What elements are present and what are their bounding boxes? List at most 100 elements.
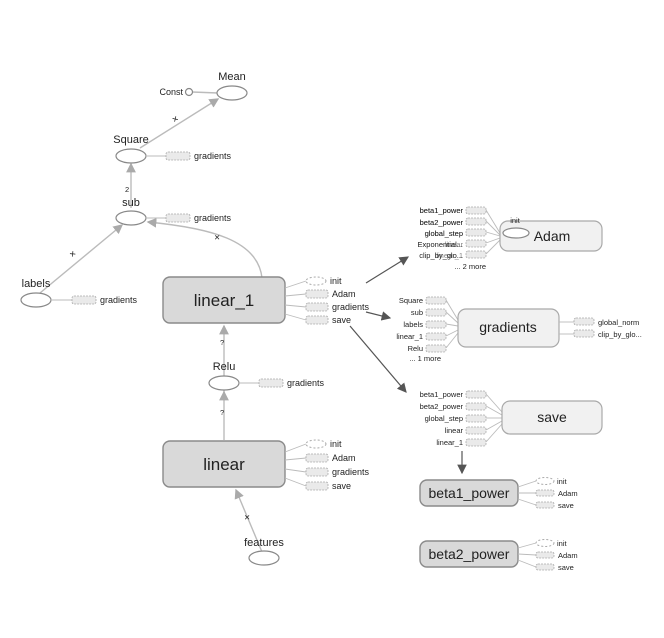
linear-1-gradients-link[interactable]: gradients — [305, 302, 370, 312]
adam-overlap-label: beta2_power — [420, 218, 464, 227]
beta1-save-link[interactable]: save — [535, 501, 574, 510]
linear-1-aux: init Adam gradients save — [284, 276, 370, 325]
linear-1-adam-label: Adam — [332, 289, 356, 299]
node-adam[interactable]: Adam — [499, 220, 603, 252]
linear-1-init-link[interactable]: init — [305, 276, 342, 286]
beta2-adam-label: Adam — [558, 551, 578, 560]
beta2-adam-link[interactable]: Adam — [535, 551, 578, 560]
gradients-input-label: labels — [403, 320, 423, 329]
node-linear-1-label: linear_1 — [194, 291, 255, 310]
adam-overlap-label: global_step — [425, 229, 463, 238]
node-relu-label: Relu — [213, 361, 236, 373]
linear-init-label: init — [330, 439, 342, 449]
square-gradients-link[interactable]: gradients — [146, 151, 232, 161]
node-square[interactable]: Square — [113, 134, 149, 164]
gradients-more-label[interactable]: ... 1 more — [409, 354, 441, 363]
svg-text:?: ? — [220, 338, 224, 347]
linear-1-save-link[interactable]: save — [305, 315, 351, 325]
node-sub[interactable]: sub — [115, 197, 147, 226]
beta2-aux: init Adam save — [517, 539, 578, 572]
save-input-label: linear_1 — [436, 438, 463, 447]
adam-input-label: Exponential... — [418, 240, 463, 249]
adam-init-node[interactable]: init — [502, 216, 530, 239]
adam-input-label: beta1_power — [420, 206, 464, 215]
node-labels[interactable]: labels — [20, 278, 52, 308]
adam-input-list: beta1_power beta2_power global_step Expo… — [418, 206, 501, 271]
edge-linear1-sub — [146, 217, 263, 279]
relu-gradients-link[interactable]: gradients — [239, 378, 325, 388]
beta1-init-label: init — [557, 477, 568, 486]
sub-gradients-label: gradients — [194, 213, 232, 223]
linear-save-label: save — [332, 481, 351, 491]
edge-square-mean — [139, 98, 220, 149]
beta2-save-link[interactable]: save — [535, 563, 574, 572]
adam-input-label: beta2_power — [420, 218, 464, 227]
svg-text:✕: ✕ — [68, 249, 79, 260]
square-gradients-label: gradients — [194, 151, 232, 161]
save-input-label: global_step — [425, 414, 463, 423]
node-beta1-power[interactable]: beta1_power — [419, 479, 519, 507]
svg-text:?: ? — [220, 408, 224, 417]
sub-gradients-link[interactable]: gradients — [146, 213, 232, 223]
gradients-output-list: global_norm clip_by_glo... — [559, 317, 642, 339]
edge-linear1-adam — [365, 256, 410, 284]
edge-features-linear — [234, 488, 263, 553]
linear-init-link[interactable]: init — [305, 439, 342, 449]
linear-aux: init Adam gradients save — [284, 439, 370, 491]
adam-init-label: init — [510, 216, 521, 225]
beta1-aux: init Adam save — [517, 477, 578, 510]
beta1-save-label: save — [558, 501, 574, 510]
linear-adam-label: Adam — [332, 453, 356, 463]
edge-const-mean — [191, 91, 219, 94]
node-gradients-label: gradients — [479, 319, 537, 335]
linear-save-link[interactable]: save — [305, 481, 351, 491]
gradients-output-label: clip_by_glo... — [598, 330, 642, 339]
node-relu[interactable]: Relu — [208, 361, 240, 391]
relu-gradients-label: gradients — [287, 378, 325, 388]
gradients-output-label: global_norm — [598, 318, 639, 327]
node-mean[interactable]: Mean — [216, 71, 248, 101]
labels-gradients-link[interactable]: gradients — [51, 295, 138, 305]
node-linear-label: linear — [203, 455, 245, 474]
linear-adam-link[interactable]: Adam — [305, 453, 356, 463]
linear-gradients-label: gradients — [332, 467, 370, 477]
gradients-input-label: linear_1 — [396, 332, 423, 341]
node-const[interactable]: Const — [159, 87, 194, 97]
save-input-label: beta2_power — [420, 402, 464, 411]
beta2-init-link[interactable]: init — [535, 539, 568, 548]
edge-labels-sub — [39, 224, 124, 294]
node-linear[interactable]: linear — [162, 440, 286, 488]
node-gradients[interactable]: gradients — [457, 308, 560, 348]
adam-overlap-label: beta1_power — [420, 206, 464, 215]
node-labels-label: labels — [22, 278, 51, 290]
node-features[interactable]: features — [244, 537, 284, 566]
gradients-input-label: Relu — [408, 344, 423, 353]
node-save[interactable]: save — [501, 400, 603, 435]
edge-linear1-gradients — [365, 311, 392, 321]
linear-1-init-label: init — [330, 276, 342, 286]
labels-gradients-label: gradients — [100, 295, 138, 305]
node-features-label: features — [244, 537, 284, 549]
node-linear-1[interactable]: linear_1 — [162, 276, 286, 324]
linear-gradients-link[interactable]: gradients — [305, 467, 370, 477]
svg-text:2: 2 — [125, 185, 129, 194]
adam-overlap-label: linear_1 — [436, 251, 463, 260]
node-const-label: Const — [159, 87, 183, 97]
save-input-label: beta1_power — [420, 390, 464, 399]
adam-more-label[interactable]: ... 2 more — [454, 262, 486, 271]
svg-text:✕: ✕ — [244, 513, 250, 522]
beta1-adam-label: Adam — [558, 489, 578, 498]
node-square-label: Square — [113, 134, 148, 146]
node-save-label: save — [537, 409, 567, 425]
save-input-label: linear — [445, 426, 464, 435]
gradients-input-label: Square — [399, 296, 423, 305]
beta1-adam-link[interactable]: Adam — [535, 489, 578, 498]
node-beta1-power-label: beta1_power — [429, 485, 510, 501]
beta2-save-label: save — [558, 563, 574, 572]
gradients-input-list: Square sub labels linear_1 Relu ... 1 mo… — [396, 296, 459, 363]
node-beta2-power-label: beta2_power — [429, 546, 510, 562]
linear-1-adam-link[interactable]: Adam — [305, 289, 356, 299]
beta1-init-link[interactable]: init — [535, 477, 568, 486]
node-beta2-power[interactable]: beta2_power — [419, 540, 519, 568]
